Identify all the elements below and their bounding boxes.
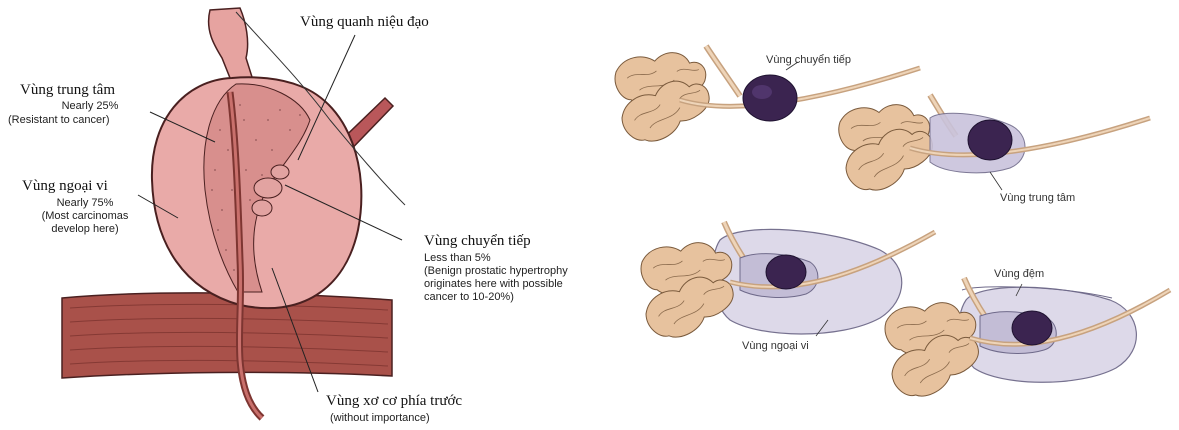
label-central-zone-percent: Nearly 25%: [40, 100, 140, 113]
label-central-zone: Vùng trung tâm: [20, 82, 115, 99]
label-3d-central-zone: Vùng trung tâm: [1000, 192, 1075, 204]
label-transition-zone-note-1: (Benign prostatic hypertrophy: [424, 265, 568, 278]
label-peripheral-zone-percent: Nearly 75%: [30, 197, 140, 210]
prostate-zones-cross-section: Vùng quanh niệu đạo Vùng trung tâm Nearl…: [0, 0, 590, 430]
label-peripheral-zone-note-1: (Most carcinomas: [20, 210, 150, 223]
label-peripheral-zone: Vùng ngoại vi: [22, 178, 108, 195]
view-anterior-zone: [882, 278, 1170, 408]
label-anterior-fibromuscular-zone: Vùng xơ cơ phía trước: [326, 393, 462, 410]
prostate-zones-3d-views: Vùng chuyển tiếp Vùng trung tâm Vùng ngo…: [590, 0, 1179, 430]
view-central-zone: [836, 95, 1150, 202]
label-transition-zone-percent: Less than 5%: [424, 252, 491, 265]
label-anterior-fibromuscular-note: (without importance): [330, 412, 430, 425]
label-transition-zone-note-2: originates here with possible: [424, 278, 563, 291]
label-3d-anterior-zone: Vùng đệm: [994, 268, 1044, 280]
label-3d-transition-zone: Vùng chuyển tiếp: [766, 54, 851, 66]
prostate-3d-illustration: [590, 0, 1179, 430]
label-peripheral-zone-note-2: develop here): [20, 223, 150, 236]
label-3d-peripheral-zone: Vùng ngoại vi: [742, 340, 809, 352]
label-transition-zone: Vùng chuyển tiếp: [424, 233, 531, 250]
label-periurethral-zone: Vùng quanh niệu đạo: [300, 14, 429, 31]
label-transition-zone-note-3: cancer to 10-20%): [424, 291, 514, 304]
label-central-zone-note: (Resistant to cancer): [8, 114, 109, 127]
transition-zone-3d: [743, 75, 797, 121]
